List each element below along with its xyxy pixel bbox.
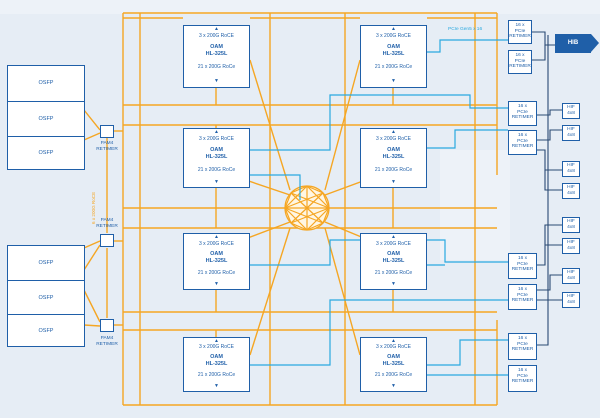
- oam-module: ▲ 3 x 200G RoCE OAM HL-325L 21 x 200G Ro…: [183, 233, 250, 290]
- hif-link: [537, 274, 562, 291]
- hif-link: [544, 170, 562, 191]
- orange-link: [249, 227, 291, 356]
- osfp-port: OSFP: [38, 80, 54, 86]
- osfp-group-top: OSFP OSFP OSFP: [7, 65, 85, 170]
- orange-link: [83, 289, 101, 323]
- orange-link: [249, 59, 291, 191]
- hif-link: [537, 109, 562, 116]
- orange-link: [83, 132, 101, 141]
- osfp-port: OSFP: [38, 260, 54, 266]
- orange-link: [324, 59, 361, 191]
- pcie-link: [250, 299, 508, 366]
- hif-link: [537, 129, 562, 141]
- hif-link: [537, 149, 562, 171]
- roce-side-label: 6 x 200G RoCE: [91, 191, 96, 224]
- oam-module: ▲ 3 x 200G RoCE OAM HL-325L 21 x 200G Ro…: [183, 128, 250, 188]
- osfp-group-bottom: OSFP OSFP OSFP: [7, 245, 85, 347]
- osfp-port: OSFP: [8, 280, 84, 314]
- pcie-link: [427, 39, 508, 53]
- osfp-port: OSFP: [8, 136, 84, 169]
- mesh-hub: [284, 185, 330, 231]
- pcie-link: [427, 129, 508, 149]
- orange-link: [83, 109, 101, 131]
- orange-link: [324, 227, 361, 356]
- hif-link: [537, 35, 549, 346]
- board-top-strip: [0, 0, 600, 14]
- hib-link: [532, 31, 555, 46]
- hib-link: [532, 45, 546, 61]
- pcie-link-label: PCIe Gen5 x 16: [448, 27, 483, 32]
- pam4-retimer-chip: [100, 125, 114, 138]
- pcie-link: [427, 339, 508, 366]
- oam-module: ▲ 3 x 200G RoCE OAM HL-325L 21 x 200G Ro…: [183, 25, 250, 88]
- oam-module: ▲ 3 x 200G RoCE OAM HL-325L 21 x 200G Ro…: [360, 233, 427, 290]
- pam4-retimer-chip: [100, 234, 114, 247]
- pcie-link: [250, 94, 508, 151]
- oam-module: ▲ 3 x 200G RoCE OAM HL-325L 21 x 200G Ro…: [360, 337, 427, 392]
- osfp-port: OSFP: [8, 101, 84, 136]
- orange-link: [83, 244, 101, 271]
- orange-link: [83, 240, 101, 249]
- hib-connector: HIB: [555, 34, 599, 53]
- pam4-retimer-chip: [100, 319, 114, 332]
- pcie-link: [250, 174, 301, 200]
- osfp-port: OSFP: [8, 314, 84, 346]
- oam-module: ▲ 3 x 200G RoCE OAM HL-325L 21 x 200G Ro…: [360, 25, 427, 88]
- oam-module: ▲ 3 x 200G RoCE OAM HL-325L 21 x 200G Ro…: [183, 337, 250, 392]
- oam-module: ▲ 3 x 200G RoCE OAM HL-325L 21 x 200G Ro…: [360, 128, 427, 188]
- orange-link: [83, 324, 101, 327]
